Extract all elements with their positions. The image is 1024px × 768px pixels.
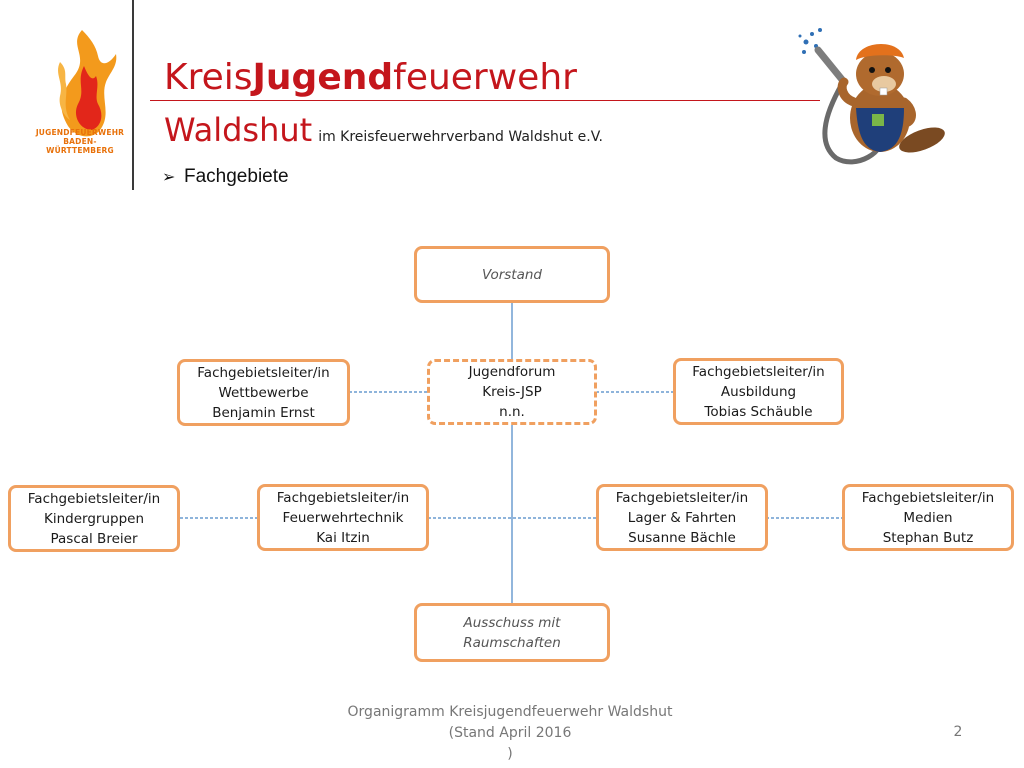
beaver-firefighter-icon <box>798 28 945 165</box>
text-line: Kreis-JSP <box>482 384 542 400</box>
flame-logo-icon <box>58 30 117 137</box>
text-line: Stephan Butz <box>882 529 974 546</box>
section-bullet: ➢ Fachgebiete <box>162 166 289 188</box>
text-line: Ausschuss mit <box>463 614 561 631</box>
text-line: Wettbewerbe <box>218 384 309 401</box>
title-prefix: Kreis <box>164 57 253 98</box>
title-underline <box>150 100 820 101</box>
title-bold: Jugend <box>252 57 394 98</box>
title-suffix: feuerwehr <box>393 57 577 98</box>
footer-caption: Organigramm Kreisjugendfeuerwehr Waldshu… <box>330 702 690 765</box>
text-line: Fachgebietsleiter/in <box>615 489 749 506</box>
text-line: Jugendforum <box>468 364 556 380</box>
text-line: Tobias Schäuble <box>704 403 813 420</box>
text-line: Feuerwehrtechnik <box>282 509 404 526</box>
page-number: 2 <box>953 724 963 740</box>
text-line: Fachgebietsleiter/in <box>27 490 161 507</box>
text-line: Benjamin Ernst <box>212 404 315 421</box>
text-line: Organigramm Kreisjugendfeuerwehr Waldshu… <box>347 704 673 720</box>
org-node-vorstand: Vorstand <box>414 246 610 303</box>
subtitle-small: im Kreisfeuerwehrverband Waldshut e.V. <box>318 129 603 145</box>
subtitle-big: Waldshut <box>164 111 313 149</box>
text-line: Raumschaften <box>463 634 561 651</box>
text-line: Lager & Fahrten <box>627 509 737 526</box>
text-line: Vorstand <box>482 266 542 283</box>
logo-line-2: BADEN-WÜRTTEMBERG <box>46 137 114 155</box>
section-label: Fachgebiete <box>184 166 289 187</box>
text-line: Kindergruppen <box>43 510 145 527</box>
page-subtitle: Waldshut im Kreisfeuerwehrverband Waldshu… <box>164 110 603 157</box>
text-line: Fachgebietsleiter/in <box>692 363 825 380</box>
text-line: Ausbildung <box>720 383 797 400</box>
text-line: Pascal Breier <box>50 530 138 547</box>
arrow-bullet-icon: ➢ <box>162 169 176 186</box>
text-line: Medien <box>903 509 953 526</box>
text-line: (Stand April 2016 <box>448 725 572 741</box>
text-line: Kai Itzin <box>316 529 370 546</box>
logo-wordmark: JUGENDFEUERWEHR BADEN-WÜRTTEMBERG <box>30 128 130 155</box>
text-line: n.n. <box>499 404 525 420</box>
text-line: Fachgebietsleiter/in <box>197 364 330 381</box>
text-line: Susanne Bächle <box>628 529 736 546</box>
page-title: KreisJugendfeuerwehr <box>164 56 577 100</box>
text-line: Fachgebietsleiter/in <box>276 489 410 506</box>
logo-line-1: JUGENDFEUERWEHR <box>35 128 125 137</box>
header-divider <box>132 0 134 190</box>
text-line: ) <box>507 746 513 762</box>
text-line: Fachgebietsleiter/in <box>861 489 995 506</box>
